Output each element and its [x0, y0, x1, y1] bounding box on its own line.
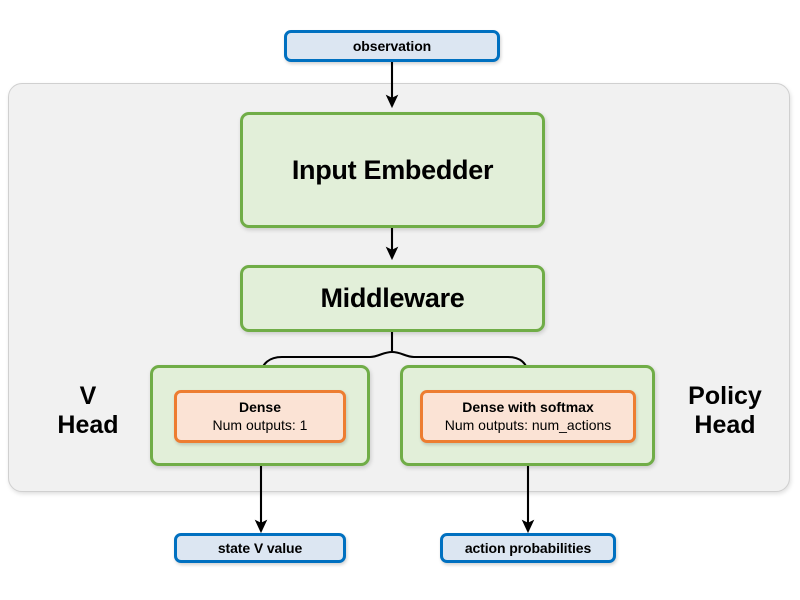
node-policy-head-dense-subtitle: Num outputs: num_actions — [444, 417, 612, 434]
node-state-v-value-label: state V value — [217, 540, 303, 556]
node-middleware-label: Middleware — [320, 283, 465, 313]
node-state-v-value[interactable]: state V value — [174, 533, 346, 563]
label-v-head-line1: V — [79, 382, 97, 410]
node-action-probabilities-label: action probabilities — [464, 540, 592, 556]
node-v-head-dense-subtitle: Num outputs: 1 — [212, 417, 308, 434]
node-input-embedder-label: Input Embedder — [291, 154, 494, 185]
node-input-embedder[interactable]: Input Embedder — [240, 112, 545, 228]
node-policy-head-dense[interactable]: Dense with softmax Num outputs: num_acti… — [420, 390, 636, 443]
node-observation[interactable]: observation — [284, 30, 500, 62]
label-policy-head-line1: Policy — [688, 382, 762, 410]
label-v-head-line2: Head — [57, 410, 119, 439]
node-v-head-dense-title: Dense — [238, 398, 282, 415]
label-policy-head: Policy Head — [664, 382, 786, 440]
node-policy-head-dense-title: Dense with softmax — [462, 398, 594, 415]
label-v-head: V Head — [36, 382, 140, 440]
node-middleware[interactable]: Middleware — [240, 265, 545, 332]
node-observation-label: observation — [352, 38, 432, 54]
node-v-head-dense[interactable]: Dense Num outputs: 1 — [174, 390, 346, 443]
label-policy-head-line2: Head — [694, 410, 756, 439]
node-action-probabilities[interactable]: action probabilities — [440, 533, 616, 563]
